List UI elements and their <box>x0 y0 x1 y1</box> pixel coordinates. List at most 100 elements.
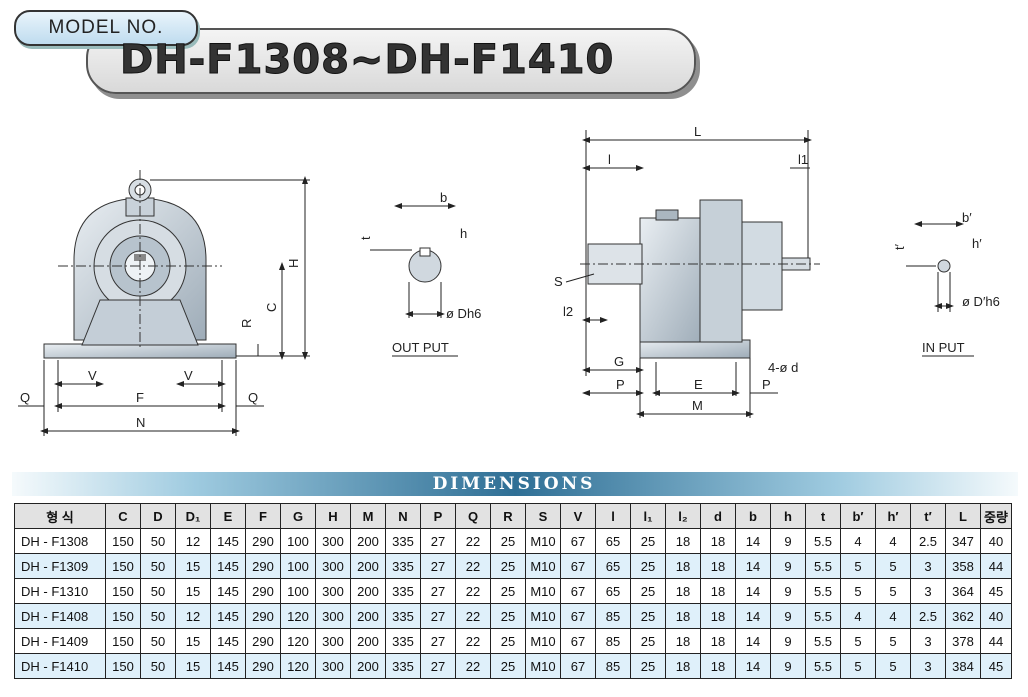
value-cell: 145 <box>210 578 246 604</box>
value-cell: 378 <box>945 628 981 654</box>
value-cell: 362 <box>945 603 981 629</box>
value-cell: 4 <box>840 603 876 629</box>
page-title: DH-F1308~DH-F1410 <box>119 37 615 84</box>
value-cell: 22 <box>455 653 491 679</box>
value-cell: 27 <box>420 578 456 604</box>
value-cell: 5.5 <box>805 603 841 629</box>
value-cell: 22 <box>455 628 491 654</box>
value-cell: 358 <box>945 553 981 579</box>
dim-l: l <box>608 152 611 167</box>
value-cell: 384 <box>945 653 981 679</box>
output-shaft-detail: b t h ø Dh6 OUT PUT <box>358 190 481 357</box>
value-cell: 67 <box>560 578 596 604</box>
value-cell: 290 <box>245 653 281 679</box>
value-cell: 100 <box>280 553 316 579</box>
dim-C: C <box>264 303 279 312</box>
value-cell: 50 <box>140 553 176 579</box>
value-cell: 200 <box>350 628 386 654</box>
value-cell: 25 <box>630 553 666 579</box>
value-cell: 145 <box>210 528 246 554</box>
value-cell: 14 <box>735 628 771 654</box>
value-cell: 50 <box>140 603 176 629</box>
value-cell: 27 <box>420 653 456 679</box>
column-header: G <box>280 503 316 529</box>
value-cell: 18 <box>665 528 701 554</box>
value-cell: 300 <box>315 603 351 629</box>
column-header: F <box>245 503 281 529</box>
side-view: L l l1 S l2 G P E P M 4-ø d <box>554 124 820 418</box>
out-dia: ø Dh6 <box>446 306 481 321</box>
value-cell: 4 <box>875 528 911 554</box>
value-cell: 12 <box>175 528 211 554</box>
dim-P-left: P <box>616 377 625 392</box>
value-cell: 335 <box>385 528 421 554</box>
value-cell: 2.5 <box>910 528 946 554</box>
dim-Q-left: Q <box>20 390 30 405</box>
model-cell: DH - F1410 <box>14 653 106 679</box>
value-cell: 5.5 <box>805 653 841 679</box>
value-cell: 27 <box>420 528 456 554</box>
dim-R: R <box>239 319 254 328</box>
value-cell: 5 <box>875 578 911 604</box>
value-cell: 335 <box>385 628 421 654</box>
value-cell: 5 <box>840 628 876 654</box>
value-cell: 25 <box>490 628 526 654</box>
value-cell: 5 <box>840 553 876 579</box>
dimensions-title: DIMENSIONS <box>432 474 596 494</box>
value-cell: 22 <box>455 553 491 579</box>
in-t: t′ <box>892 243 907 250</box>
dim-P-right: P <box>762 377 771 392</box>
value-cell: M10 <box>525 628 561 654</box>
value-cell: 18 <box>665 603 701 629</box>
value-cell: 2.5 <box>910 603 946 629</box>
value-cell: 14 <box>735 653 771 679</box>
model-no-text: MODEL NO. <box>48 17 164 38</box>
value-cell: 18 <box>665 578 701 604</box>
value-cell: 25 <box>490 653 526 679</box>
value-cell: 25 <box>630 653 666 679</box>
value-cell: 18 <box>700 653 736 679</box>
value-cell: 9 <box>770 653 806 679</box>
out-t: t <box>358 236 373 240</box>
value-cell: 5 <box>875 628 911 654</box>
dim-l2: l2 <box>563 304 573 319</box>
column-header: N <box>385 503 421 529</box>
value-cell: 335 <box>385 603 421 629</box>
column-header: S <box>525 503 561 529</box>
value-cell: 5.5 <box>805 553 841 579</box>
value-cell: 27 <box>420 553 456 579</box>
value-cell: 25 <box>630 578 666 604</box>
value-cell: 45 <box>980 578 1012 604</box>
value-cell: 50 <box>140 628 176 654</box>
value-cell: 67 <box>560 628 596 654</box>
value-cell: 5.5 <box>805 528 841 554</box>
model-cell: DH - F1309 <box>14 553 106 579</box>
value-cell: 300 <box>315 653 351 679</box>
value-cell: 25 <box>630 628 666 654</box>
value-cell: 14 <box>735 578 771 604</box>
value-cell: 100 <box>280 528 316 554</box>
column-header: D <box>140 503 176 529</box>
dim-G: G <box>614 354 624 369</box>
input-shaft-detail: b′ t′ h′ ø D′h6 IN PUT <box>892 210 1000 357</box>
value-cell: 290 <box>245 553 281 579</box>
column-header: l₁ <box>630 503 666 529</box>
value-cell: 44 <box>980 628 1012 654</box>
column-header: C <box>105 503 141 529</box>
value-cell: 67 <box>560 553 596 579</box>
value-cell: 5 <box>840 578 876 604</box>
value-cell: 4 <box>875 603 911 629</box>
value-cell: 25 <box>490 603 526 629</box>
column-header: 형 식 <box>14 503 106 529</box>
column-header: V <box>560 503 596 529</box>
value-cell: 145 <box>210 653 246 679</box>
value-cell: 4 <box>840 528 876 554</box>
dim-Q-right: Q <box>248 390 258 405</box>
value-cell: 40 <box>980 603 1012 629</box>
column-header: h <box>770 503 806 529</box>
